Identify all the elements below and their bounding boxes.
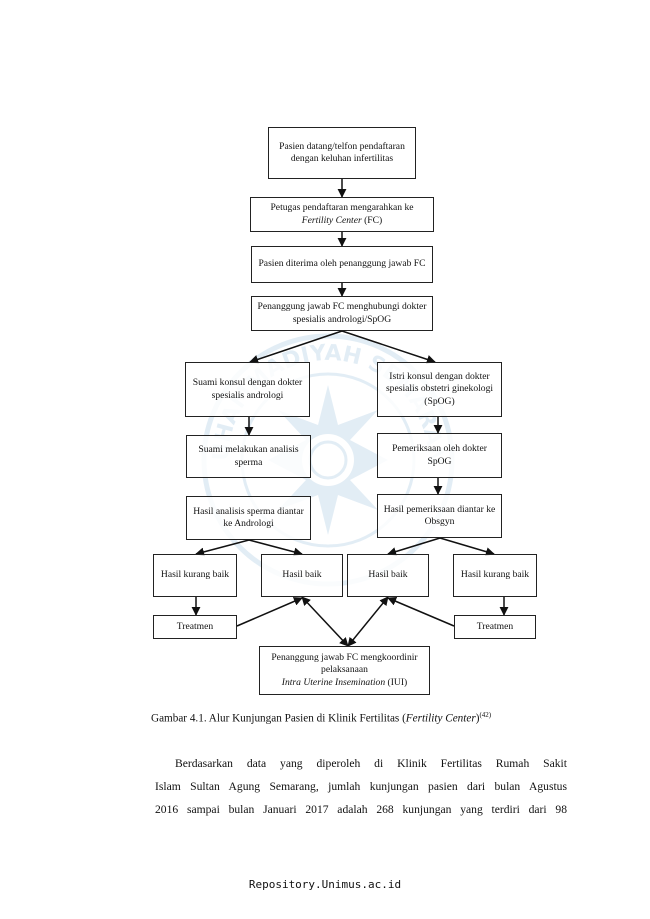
node-baik-right-text: Hasil baik <box>368 569 408 581</box>
node-baik-right: Hasil baik <box>347 554 429 597</box>
node-suami-konsul-text: Suami konsul dengan dokter spesialis and… <box>192 377 303 401</box>
paragraph-line-3: 2016 sampai bulan Januari 2017 adalah 26… <box>155 803 567 816</box>
node-petugas-suffix: (FC) <box>361 214 383 226</box>
node-treatmen-left: Treatmen <box>153 615 237 639</box>
caption-suffix: ) <box>475 712 480 725</box>
node-menghubungi: Penanggung jawab FC menghubungi dokter s… <box>251 296 433 331</box>
node-istri-konsul: Istri konsul dengan dokter spesialis obs… <box>377 362 502 417</box>
node-hasil-pemeriksaan: Hasil pemeriksaan diantar ke Obsgyn <box>377 494 502 538</box>
arrow-baik-left-to-final <box>301 596 349 647</box>
arrow-baik-right-to-final <box>347 596 389 647</box>
node-suami-konsul: Suami konsul dengan dokter spesialis and… <box>185 362 310 417</box>
arrow-sperma-to-kurangbaik <box>195 539 250 557</box>
node-suami-analisis-text: Suami melakukan analisis sperma <box>198 444 299 468</box>
arrow-treatmen-right-to-baik <box>387 597 455 627</box>
node-menghubungi-text: Penanggung jawab FC menghubungi dokter s… <box>257 301 427 325</box>
node-istri-konsul-text: Istri konsul dengan dokter spesialis obs… <box>385 370 494 407</box>
node-diterima-text: Pasien diterima oleh penanggung jawab FC <box>258 258 426 270</box>
node-petugas-line1: Petugas pendaftaran mengarahkan ke <box>270 202 414 214</box>
node-baik-left: Hasil baik <box>261 554 343 597</box>
node-hasil-sperma-text: Hasil analisis sperma diantar ke Androlo… <box>193 505 304 529</box>
node-hasil-sperma: Hasil analisis sperma diantar ke Androlo… <box>186 496 311 540</box>
node-petugas-italic: Fertility Center <box>301 214 362 226</box>
node-petugas: Petugas pendaftaran mengarahkan ke Ferti… <box>250 197 434 232</box>
caption-reference: (42) <box>479 711 492 719</box>
arrow-menghubungi-to-istri <box>341 330 436 364</box>
node-start: Pasien datang/telfon pendaftaran dengan … <box>268 127 416 179</box>
node-final-italic: Intra Uterine Insemination <box>281 676 386 688</box>
node-pemeriksaan-spog: Pemeriksaan oleh dokter SpOG <box>377 433 502 478</box>
node-suami-analisis: Suami melakukan analisis sperma <box>186 435 311 478</box>
arrow-sperma-to-baik <box>248 539 303 557</box>
node-kurang-baik-right-text: Hasil kurang baik <box>460 569 530 581</box>
node-petugas-line2: Fertility Center (FC) <box>302 215 382 226</box>
paragraph-line-1: Berdasarkan data yang diperoleh di Klini… <box>175 757 567 770</box>
paragraph-line-2: Islam Sultan Agung Semarang, jumlah kunj… <box>155 780 567 793</box>
node-kurang-baik-left: Hasil kurang baik <box>153 554 237 597</box>
node-treatmen-right-text: Treatmen <box>476 620 514 632</box>
node-diterima: Pasien diterima oleh penanggung jawab FC <box>251 246 433 283</box>
node-kurang-baik-right: Hasil kurang baik <box>453 554 537 597</box>
node-treatmen-right: Treatmen <box>454 615 536 639</box>
node-start-text: Pasien datang/telfon pendaftaran dengan … <box>279 140 405 164</box>
node-final-suffix: (IUI) <box>385 676 408 688</box>
node-final-line1: Penanggung jawab FC mengkoordinir pelaks… <box>271 651 418 676</box>
repository-footer: Repository.Unimus.ac.id <box>248 878 402 891</box>
node-final-iui: Penanggung jawab FC mengkoordinir pelaks… <box>259 646 430 695</box>
node-hasil-pemeriksaan-text: Hasil pemeriksaan diantar ke Obsgyn <box>383 503 496 527</box>
arrow-menghubungi-to-suami <box>249 330 343 364</box>
arrow-treatmen-left-to-baik <box>236 597 303 627</box>
node-kurang-baik-left-text: Hasil kurang baik <box>160 569 230 581</box>
caption-italic: Fertility Center <box>405 712 476 725</box>
node-baik-left-text: Hasil baik <box>282 569 322 581</box>
figure-caption: Gambar 4.1. Alur Kunjungan Pasien di Kli… <box>151 711 591 725</box>
node-treatmen-left-text: Treatmen <box>176 620 214 632</box>
caption-prefix: Gambar 4.1. Alur Kunjungan Pasien di Kli… <box>151 712 406 725</box>
arrow-obsgyn-to-baik <box>387 537 441 556</box>
node-pemeriksaan-spog-text: Pemeriksaan oleh dokter SpOG <box>392 443 487 467</box>
arrow-obsgyn-to-kurangbaik <box>439 537 495 557</box>
